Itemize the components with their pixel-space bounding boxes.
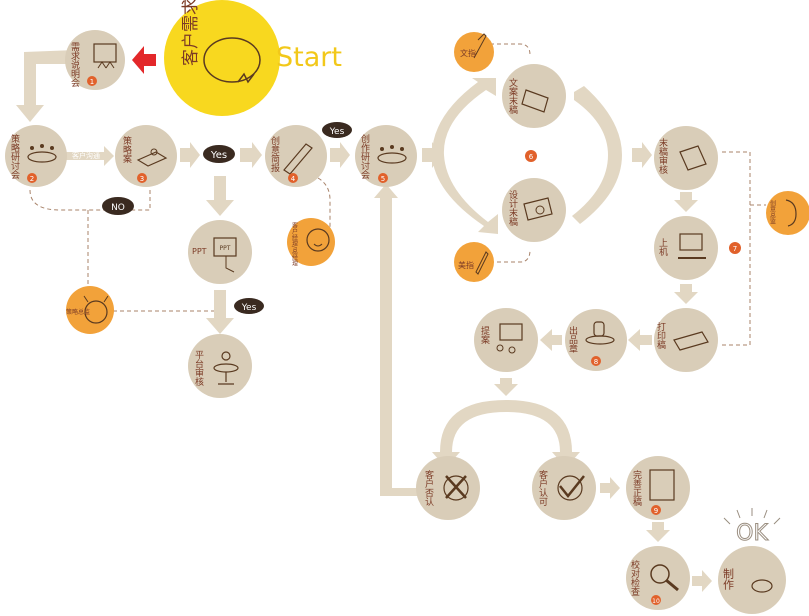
node-n8-badge: 8 bbox=[594, 358, 598, 366]
node-n1-badge: 1 bbox=[90, 78, 94, 86]
start-circle-label: 客户需求 bbox=[181, 0, 201, 66]
node-n5: 创作研讨会 5 bbox=[355, 125, 417, 187]
node-n2-badge: 2 bbox=[30, 175, 34, 183]
arrow-7a-7b bbox=[674, 192, 698, 212]
node-n7a: 末稿审核 bbox=[654, 126, 718, 190]
yes-bubble-3: Yes bbox=[234, 298, 264, 314]
side-art: 美指 bbox=[454, 242, 494, 282]
arrow-yes-4 bbox=[240, 142, 262, 168]
node-n9: 提案 bbox=[474, 308, 538, 372]
node-produce-label: 制作 bbox=[722, 568, 735, 590]
ok-burst bbox=[723, 508, 781, 525]
arrow-r-5 bbox=[374, 184, 418, 496]
node-n7b: 上机 bbox=[654, 216, 718, 280]
side-copy: 文指 bbox=[454, 32, 494, 72]
yes-bubble-1: Yes bbox=[203, 145, 235, 163]
start-circle: 客户需求 Start bbox=[164, 0, 342, 116]
side-cd: 创意总监 bbox=[766, 191, 809, 235]
node-ppt: PPT PPT bbox=[188, 220, 252, 284]
node-n9-label: 提案 bbox=[479, 326, 490, 345]
node-n7b-label: 上机 bbox=[657, 238, 668, 257]
arrow-9-down bbox=[494, 378, 518, 396]
loop-right bbox=[572, 86, 622, 224]
node-n3-badge: 3 bbox=[140, 175, 144, 183]
node-approve: 客户认可 bbox=[532, 456, 596, 520]
node-n2-label: 策略研讨会 bbox=[9, 133, 20, 180]
node-n1: 需求说明会 1 bbox=[65, 30, 125, 90]
ok-text: OK bbox=[736, 521, 768, 546]
node-produce: 制作 bbox=[718, 546, 786, 614]
node-n5-label: 创作研讨会 bbox=[359, 133, 370, 180]
node-reject: 客户否认 bbox=[416, 456, 480, 520]
node-n3-label: 策略案 bbox=[121, 135, 132, 164]
node-finalize-badge: 9 bbox=[654, 507, 658, 515]
label-customer-communication: 客户沟通 bbox=[72, 151, 100, 160]
node-n8-label: 出品章 bbox=[567, 325, 578, 353]
start-text: Start bbox=[276, 42, 342, 73]
yes-bubble-2: Yes bbox=[322, 122, 352, 138]
no-bubble-text: NO bbox=[111, 203, 125, 213]
node-n7c: 打印稿 bbox=[654, 308, 718, 372]
node-n5-badge: 5 bbox=[381, 175, 385, 183]
arrow-2-3 bbox=[66, 146, 114, 166]
node-n6b-label: 设计末稿 bbox=[507, 190, 518, 227]
flow-arrows bbox=[16, 50, 712, 592]
arrow-7b-7c bbox=[674, 284, 698, 304]
node-finalize: 完善正稿 9 bbox=[626, 456, 690, 520]
no-bubble: NO bbox=[102, 197, 134, 215]
side-strategy: 策略总监 bbox=[66, 286, 114, 334]
node-reject-label: 客户否认 bbox=[423, 469, 434, 507]
badge-7 bbox=[729, 242, 741, 254]
badge-7-text: 7 bbox=[733, 245, 737, 253]
dashed-connectors bbox=[29, 43, 766, 346]
yes-bubble-3-text: Yes bbox=[241, 303, 257, 313]
node-n4-badge: 4 bbox=[291, 175, 296, 183]
node-n6b: 设计末稿 bbox=[502, 178, 566, 242]
arrow-6-7 bbox=[632, 142, 652, 168]
side-cd-label: 创意总监 bbox=[769, 199, 776, 224]
node-n7c-label: 打印稿 bbox=[655, 321, 666, 350]
arrow-8-9 bbox=[540, 329, 562, 351]
loop-left bbox=[432, 78, 498, 234]
arrow-f-c bbox=[646, 522, 670, 542]
node-approve-label: 客户认可 bbox=[537, 469, 548, 506]
node-finalize-label: 完善正稿 bbox=[631, 469, 642, 507]
node-check-badge: 10 bbox=[652, 598, 660, 605]
arrow-4-5 bbox=[330, 142, 350, 168]
node-n4-label: 创意简报 bbox=[269, 135, 280, 173]
l-arrow bbox=[16, 50, 76, 122]
side-copy-label: 文指 bbox=[460, 48, 476, 58]
node-n6a-label: 文案末稿 bbox=[507, 77, 518, 115]
node-platform: 平台审核 bbox=[188, 334, 252, 398]
arrow-a-f bbox=[600, 477, 620, 499]
arrow-ppt-pl bbox=[206, 290, 234, 334]
node-n3: 策略案 3 bbox=[115, 125, 177, 187]
node-check: 校对检查 10 bbox=[626, 546, 690, 610]
node-n1-label: 需求说明会 bbox=[69, 42, 80, 88]
node-n2: 策略研讨会 2 bbox=[5, 125, 67, 187]
node-n4: 创意简报 4 bbox=[265, 125, 327, 187]
yes-bubble-2-text: Yes bbox=[329, 127, 345, 137]
yes-bubble-1-text: Yes bbox=[210, 150, 227, 161]
side-account: 客户经理/总经理 bbox=[287, 218, 335, 266]
node-n6a: 文案末稿 bbox=[502, 64, 566, 128]
arrow-3-ppt bbox=[206, 176, 234, 216]
side-account-label: 客户经理/总经理 bbox=[291, 221, 298, 266]
arrow-7c-8 bbox=[628, 329, 652, 351]
node-platform-label: 平台审核 bbox=[193, 350, 204, 387]
node-check-label: 校对检查 bbox=[629, 559, 640, 596]
node-ppt-label: PPT bbox=[192, 247, 207, 256]
red-arrow bbox=[132, 46, 156, 74]
arrow-c-m bbox=[692, 570, 712, 592]
side-art-label: 美指 bbox=[458, 260, 474, 270]
badge-6 bbox=[525, 150, 537, 162]
node-n7a-label: 末稿审核 bbox=[657, 137, 668, 175]
ppt-screen-text: PPT bbox=[220, 245, 231, 252]
side-strategy-label: 策略总监 bbox=[66, 308, 90, 316]
node-n8: 出品章 8 bbox=[565, 309, 627, 371]
fork-arc bbox=[432, 400, 580, 468]
badge-6-text: 6 bbox=[529, 153, 534, 161]
arrow-3-4 bbox=[180, 142, 200, 168]
